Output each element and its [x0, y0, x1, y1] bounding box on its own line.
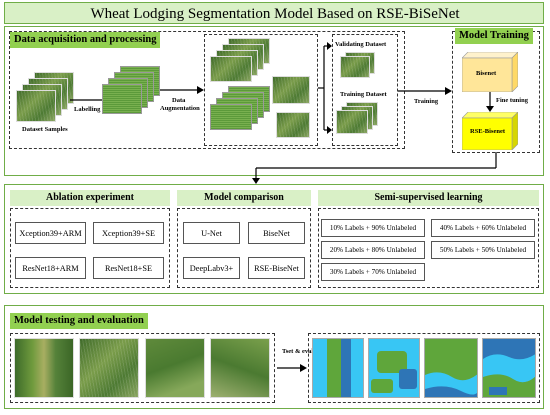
- validating-label: Validating Dataset: [335, 41, 387, 48]
- ablation-option: ResNet18+ARM: [15, 257, 86, 279]
- augmented-mask: [210, 104, 252, 130]
- training-arrow: [398, 87, 452, 95]
- ablation-option: Xception39+ARM: [15, 222, 86, 244]
- comparison-option: RSE-BiseNet: [248, 257, 305, 279]
- ablation-option: Xception39+SE: [93, 222, 164, 244]
- testing-heading: Model testing and evaluation: [10, 313, 148, 329]
- test-photo: [210, 338, 270, 398]
- segmentation-result: [312, 338, 364, 398]
- comparison-option: BiseNet: [248, 222, 305, 244]
- fine-tuning-arrow: [486, 92, 494, 112]
- comparison-box: [177, 208, 311, 288]
- dataset-samples-label: Dataset Samples: [22, 126, 68, 133]
- rse-bisenet-label: RSE-Bisenet: [470, 128, 506, 135]
- semi-option: 30% Labels + 70% Unlabeled: [321, 263, 425, 281]
- rse-bisenet-cube: [462, 112, 518, 150]
- segmentation-result: [424, 338, 478, 398]
- augmented-set-box: [204, 34, 318, 146]
- acquisition-heading: Data acquisition and processing: [10, 32, 161, 48]
- comparison-option: U-Net: [183, 222, 240, 244]
- comparison-heading: Model comparison: [177, 190, 311, 206]
- augmented-photo: [276, 112, 310, 138]
- page-title: Wheat Lodging Segmentation Model Based o…: [90, 6, 460, 22]
- split-arrows: [318, 42, 332, 134]
- test-results-box: [308, 333, 540, 403]
- test-photo: [14, 338, 74, 398]
- augmentation-arrow: [160, 86, 204, 94]
- segmentation-result: [368, 338, 420, 398]
- augmentation-label-1: Data: [172, 97, 186, 104]
- test-photo: [145, 338, 205, 398]
- bisenet-label: Bisenet: [476, 70, 497, 77]
- test-photo: [79, 338, 139, 398]
- dataset-split-box: [332, 34, 398, 146]
- evaluation-label: Tset & evaluation: [282, 348, 331, 355]
- fine-tuning-label: Fine tuning: [496, 97, 528, 104]
- sample-photo: [16, 90, 56, 122]
- evaluation-arrow: [277, 364, 307, 372]
- test-samples-box: [10, 333, 275, 403]
- ablation-box: [10, 208, 170, 288]
- bisenet-cube: [462, 52, 518, 92]
- augmented-photo: [210, 56, 252, 82]
- augmented-photo: [272, 76, 310, 104]
- label-mask: [102, 84, 142, 114]
- semi-option: 20% Labels + 80% Unlabeled: [321, 241, 425, 259]
- training-dataset-label: Training Dataset: [340, 91, 387, 98]
- semi-box: [318, 208, 539, 288]
- acquisition-box: [9, 31, 405, 149]
- comparison-option: DeepLabv3+: [183, 257, 240, 279]
- semi-heading: Semi-supervised learning: [318, 190, 539, 206]
- validating-photo: [340, 56, 370, 78]
- semi-option: 50% Labels + 50% Unlabeled: [431, 241, 535, 259]
- segmentation-result: [482, 338, 536, 398]
- semi-option: 10% Labels + 90% Unlabeled: [321, 219, 425, 237]
- semi-option: 40% Labels + 60% Unlabeled: [431, 219, 535, 237]
- ablation-heading: Ablation experiment: [10, 190, 170, 206]
- labelling-label: Labelling: [74, 106, 101, 113]
- ablation-option: ResNet18+SE: [93, 257, 164, 279]
- flow-down-arrow: [252, 152, 497, 184]
- model-training-heading: Model Training: [455, 28, 533, 44]
- augmentation-label-2: Augmentation: [160, 105, 200, 112]
- training-photo: [336, 110, 368, 134]
- title-banner: Wheat Lodging Segmentation Model Based o…: [4, 2, 544, 24]
- training-label: Training: [414, 98, 439, 105]
